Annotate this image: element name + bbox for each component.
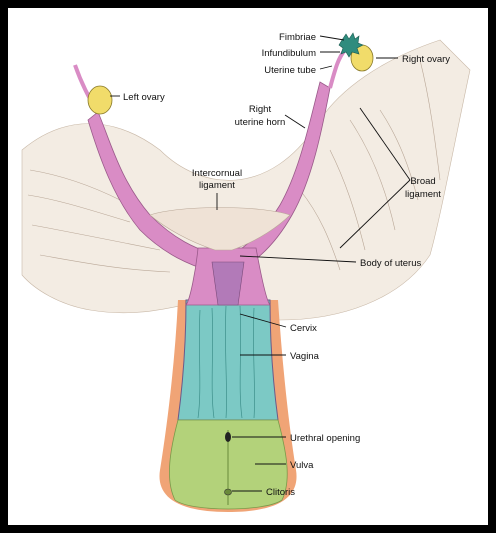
label-broad-line2: ligament <box>405 189 441 200</box>
vagina-region <box>178 300 278 420</box>
label-vagina: Vagina <box>290 351 320 362</box>
label-body-of-uterus: Body of uterus <box>360 258 422 269</box>
label-uterine-tube: Uterine tube <box>264 65 316 76</box>
label-right-uterine-horn-line2: uterine horn <box>235 117 286 128</box>
label-right-ovary: Right ovary <box>402 54 450 65</box>
label-broad-line1: Broad <box>410 176 435 187</box>
label-left-ovary: Left ovary <box>123 92 165 103</box>
label-fimbriae: Fimbriae <box>279 32 316 43</box>
label-vulva: Vulva <box>290 460 314 471</box>
label-clitoris: Clitoris <box>266 487 295 498</box>
urethral-opening-mark <box>225 432 231 442</box>
label-right-uterine-horn-line1: Right <box>249 104 272 115</box>
label-infundibulum: Infundibulum <box>262 48 316 59</box>
label-intercornual-line1: Intercornual <box>192 168 242 179</box>
cervix-region <box>212 262 244 305</box>
left-ovary-shape <box>88 86 112 114</box>
label-intercornual-line2: ligament <box>199 180 235 191</box>
label-urethral-opening: Urethral opening <box>290 433 360 444</box>
clitoris-mark <box>225 489 232 495</box>
right-uterine-tube <box>330 50 345 88</box>
label-cervix: Cervix <box>290 323 317 334</box>
